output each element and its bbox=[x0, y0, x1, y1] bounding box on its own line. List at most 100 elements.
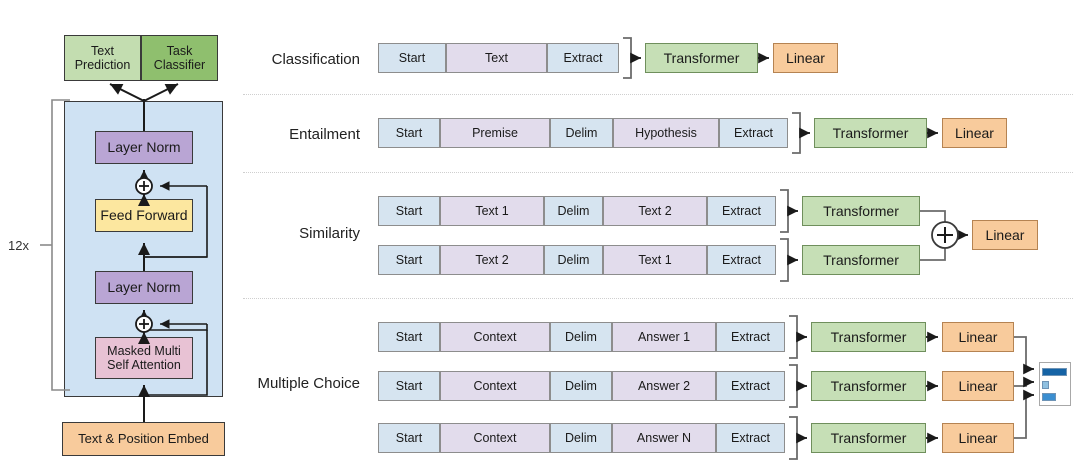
token-hypothesis: Hypothesis bbox=[613, 118, 719, 148]
token-label: Delim bbox=[565, 126, 598, 140]
token-label: Extract bbox=[731, 379, 770, 393]
token-label: Extract bbox=[731, 330, 770, 344]
classification-text: Classification bbox=[271, 51, 360, 68]
token-extract: Extract bbox=[716, 371, 785, 401]
task-label-entailment: Entailment bbox=[200, 126, 360, 143]
linear-mc-2: Linear bbox=[942, 371, 1014, 401]
token-start: Start bbox=[378, 196, 440, 226]
token-label: Delim bbox=[565, 330, 597, 344]
token-label: Extract bbox=[563, 51, 603, 65]
token-label: Answer 2 bbox=[637, 379, 691, 393]
token-label: Start bbox=[395, 431, 423, 445]
similarity-text: Similarity bbox=[299, 225, 360, 242]
output-bar-3 bbox=[1042, 393, 1056, 401]
token-context: Context bbox=[440, 371, 550, 401]
transformer-mc-3: Transformer bbox=[811, 423, 926, 453]
text-position-embed-label: Text & Position Embed bbox=[78, 430, 209, 446]
layer-norm-top: Layer Norm bbox=[95, 131, 193, 164]
token-label: Context bbox=[473, 431, 517, 445]
token-start: Start bbox=[378, 118, 440, 148]
token-start: Start bbox=[378, 371, 440, 401]
transformer-classification: Transformer bbox=[645, 43, 758, 73]
token-label: Delim bbox=[557, 253, 590, 267]
token-text-2: Text 2 bbox=[603, 196, 707, 226]
task-classifier-label: Task Classifier bbox=[153, 44, 206, 72]
transformer-label: Transformer bbox=[832, 125, 909, 141]
token-label: Extract bbox=[722, 253, 761, 267]
token-extract: Extract bbox=[719, 118, 788, 148]
token-delim: Delim bbox=[550, 322, 612, 352]
token-extract: Extract bbox=[716, 322, 785, 352]
task-label-multiple-choice: Multiple Choice bbox=[180, 375, 360, 392]
token-delim: Delim bbox=[544, 245, 603, 275]
token-extract: Extract bbox=[707, 245, 776, 275]
linear-label: Linear bbox=[786, 50, 825, 66]
token-label: Context bbox=[473, 379, 517, 393]
masked-attention-label: Masked Multi Self Attention bbox=[107, 344, 181, 372]
token-label: Text 1 bbox=[475, 204, 509, 218]
token-start: Start bbox=[378, 322, 440, 352]
token-label: Answer N bbox=[636, 431, 692, 445]
transformer-similarity-1: Transformer bbox=[802, 196, 920, 226]
separator-2 bbox=[243, 172, 1073, 173]
softmax-bar-chart bbox=[1039, 362, 1071, 406]
token-extract: Extract bbox=[707, 196, 776, 226]
linear-label: Linear bbox=[955, 125, 994, 141]
separator-3 bbox=[243, 298, 1073, 299]
token-label: Context bbox=[473, 330, 517, 344]
linear-label: Linear bbox=[958, 378, 998, 394]
token-label: Text 2 bbox=[475, 253, 509, 267]
token-label: Extract bbox=[722, 204, 761, 218]
text-prediction-head: Text Prediction bbox=[64, 35, 141, 81]
multiple-choice-text: Multiple Choice bbox=[257, 375, 360, 392]
token-label: Start bbox=[395, 126, 423, 140]
linear-label: Linear bbox=[985, 227, 1025, 243]
token-delim: Delim bbox=[544, 196, 603, 226]
token-context: Context bbox=[440, 322, 550, 352]
transformer-label: Transformer bbox=[830, 329, 907, 345]
linear-label: Linear bbox=[958, 430, 998, 446]
token-label: Start bbox=[395, 379, 423, 393]
token-start: Start bbox=[378, 245, 440, 275]
token-start: Start bbox=[378, 423, 440, 453]
token-label: Delim bbox=[565, 379, 597, 393]
token-label: Text 1 bbox=[638, 253, 672, 267]
token-delim: Delim bbox=[550, 423, 612, 453]
masked-multi-self-attention: Masked Multi Self Attention bbox=[95, 337, 193, 379]
task-classifier-head: Task Classifier bbox=[141, 35, 218, 81]
task-label-similarity: Similarity bbox=[200, 225, 360, 242]
layer-norm-bottom-label: Layer Norm bbox=[107, 278, 181, 295]
token-label: Text bbox=[485, 51, 508, 65]
repeat-count-label: 12x bbox=[8, 238, 29, 253]
token-label: Extract bbox=[734, 126, 773, 140]
token-answer-2: Answer 2 bbox=[612, 371, 716, 401]
entailment-text: Entailment bbox=[289, 126, 360, 143]
layer-norm-top-label: Layer Norm bbox=[107, 138, 181, 155]
token-answer-1: Answer 1 bbox=[612, 322, 716, 352]
transformer-label: Transformer bbox=[823, 203, 899, 219]
layer-norm-bottom: Layer Norm bbox=[95, 271, 193, 304]
token-text-1: Text 1 bbox=[440, 196, 544, 226]
token-delim: Delim bbox=[550, 371, 612, 401]
token-text-1: Text 1 bbox=[603, 245, 707, 275]
linear-mc-1: Linear bbox=[942, 322, 1014, 352]
linear-classification: Linear bbox=[773, 43, 838, 73]
token-label: Extract bbox=[731, 431, 770, 445]
token-label: Text 2 bbox=[638, 204, 672, 218]
repeat-count-text: 12x bbox=[8, 238, 29, 253]
token-text-2: Text 2 bbox=[440, 245, 544, 275]
output-bar-2 bbox=[1042, 381, 1049, 389]
token-extract: Extract bbox=[547, 43, 619, 73]
feed-forward: Feed Forward bbox=[95, 199, 193, 232]
token-start: Start bbox=[378, 43, 446, 73]
token-label: Start bbox=[395, 253, 423, 267]
transformer-label: Transformer bbox=[663, 50, 740, 66]
transformer-mc-2: Transformer bbox=[811, 371, 926, 401]
task-label-classification: Classification bbox=[200, 51, 360, 68]
token-label: Hypothesis bbox=[635, 126, 697, 140]
token-label: Answer 1 bbox=[637, 330, 691, 344]
feed-forward-label: Feed Forward bbox=[100, 206, 188, 223]
linear-entailment: Linear bbox=[942, 118, 1007, 148]
token-label: Start bbox=[395, 204, 423, 218]
token-premise: Premise bbox=[440, 118, 550, 148]
